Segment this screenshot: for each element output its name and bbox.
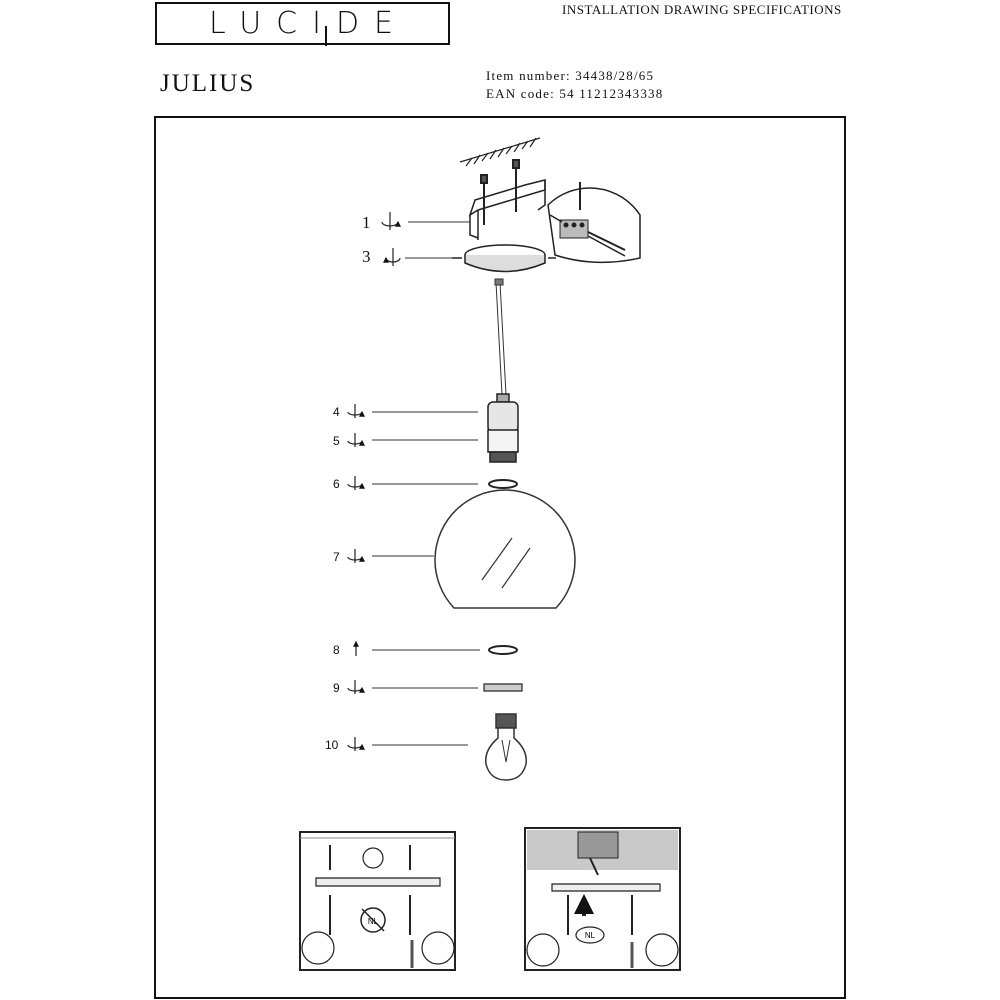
cable [494, 278, 507, 396]
spec-title: INSTALLATION DRAWING SPECIFICATIONS [562, 2, 842, 17]
step-5-number: 5 [333, 434, 340, 448]
rotate-counterclockwise-icon [383, 248, 401, 266]
step-7-number: 7 [333, 550, 340, 564]
item-number: Item number: 34438/28/65 [486, 68, 655, 83]
canopy [452, 244, 556, 273]
lucide-logo: LUCIDE [155, 2, 450, 45]
mounting-bracket [468, 179, 546, 240]
logo-text: LUCIDE [208, 6, 409, 41]
flat-ring-9 [483, 683, 523, 692]
ceiling-screws [480, 159, 520, 225]
step-8-number: 8 [333, 643, 340, 657]
step-9-number: 9 [333, 681, 340, 695]
leader-lines [372, 221, 480, 746]
step-4-number: 4 [333, 405, 340, 419]
connector-detail [547, 182, 641, 264]
right-panel-badge: NL [585, 931, 596, 940]
product-name: JULIUS [160, 70, 256, 97]
left-panel-badge: NL [368, 917, 379, 926]
ring-8 [488, 645, 518, 655]
ring-6 [488, 479, 518, 489]
rotate-clockwise-icon [347, 212, 401, 751]
light-bulb [485, 713, 527, 781]
drawing-frame [154, 116, 846, 999]
lamp-holder [487, 393, 519, 463]
glass-globe [434, 489, 576, 609]
step-6-number: 6 [333, 477, 340, 491]
step-1-number: 1 [362, 213, 371, 232]
left-panel-drawing: NL [299, 831, 456, 971]
ceiling-hatch [459, 137, 541, 167]
step-10-number: 10 [325, 738, 339, 752]
step-3-number: 3 [362, 247, 371, 266]
ean-code: EAN code: 54 11212343338 [486, 86, 664, 101]
right-panel-drawing: NL [524, 827, 681, 971]
